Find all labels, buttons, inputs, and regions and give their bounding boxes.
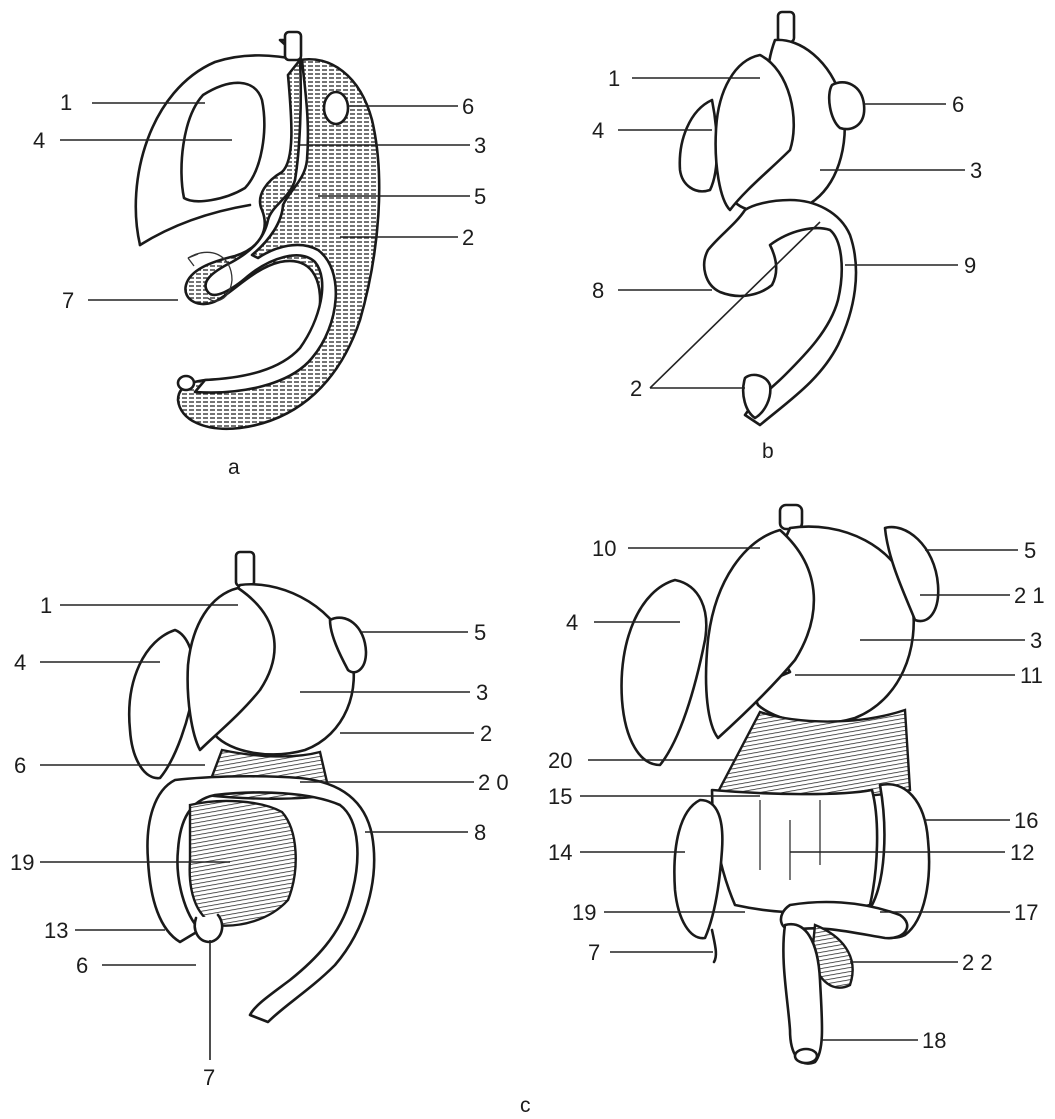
panel-a-liver <box>181 83 264 201</box>
panel-c-right-label-19: 19 <box>572 900 596 925</box>
panel-c-left-caecum <box>195 915 222 942</box>
panel-b-label-2: 2 <box>630 376 642 401</box>
panel-a-spleen <box>324 92 348 124</box>
panel-c-right-label-7: 7 <box>588 940 600 965</box>
panel-c-right-label-11: 11 <box>1020 663 1043 688</box>
panel-c-right-label-14: 14 <box>548 840 572 865</box>
panel-c-caption: c <box>520 1094 531 1117</box>
panel-b-label-9: 9 <box>964 253 976 278</box>
panel-c-right-label-5: 5 <box>1024 538 1036 563</box>
panel-b-label-8: 8 <box>592 278 604 303</box>
panel-c-right-anal-opening <box>795 1049 817 1063</box>
panel-c-right-label-12: 12 <box>1010 840 1034 865</box>
panel-c-left-label-5: 5 <box>474 620 486 645</box>
panel-c-left-label-2: 2 <box>480 721 492 746</box>
panel-c-left-label-1: 1 <box>40 593 52 618</box>
panel-c-left-liver-left <box>129 630 195 778</box>
panel-c-left: 1 4 6 19 13 6 7 5 3 2 2 0 8 <box>10 552 509 1090</box>
panel-b-label-4: 4 <box>592 118 604 143</box>
panel-c-right-oesophagus <box>780 505 802 529</box>
panel-c-right-label-10: 10 <box>592 536 616 561</box>
panel-c-left-label-3: 3 <box>476 680 488 705</box>
panel-c-right-label-20: 20 <box>548 748 572 773</box>
panel-a-label-6: 6 <box>462 94 474 119</box>
panel-a-label-1: 1 <box>60 90 72 115</box>
panel-b-label-6: 6 <box>952 92 964 117</box>
panel-c-left-label-6: 6 <box>14 753 26 778</box>
panel-b-label-1: 1 <box>608 66 620 91</box>
panel-c-right-liver-left <box>622 580 707 765</box>
panel-a-label-3: 3 <box>474 133 486 158</box>
panel-a-caption: a <box>228 456 240 479</box>
panel-a-oesophagus <box>285 32 301 60</box>
panel-c-left-label-19: 19 <box>10 850 34 875</box>
panel-a-label-7: 7 <box>62 288 74 313</box>
panel-c-left-label-7: 7 <box>203 1065 215 1090</box>
panel-c-left-label-13: 13 <box>44 918 68 943</box>
panel-b: 1 4 8 2 6 3 9 b <box>592 12 982 463</box>
panel-c-right-label-17: 17 <box>1014 900 1038 925</box>
panel-a: 1 4 7 6 3 5 2 a <box>33 32 486 479</box>
panel-c-right: 10 4 20 15 14 19 7 5 2 1 3 11 16 12 17 2… <box>548 505 1045 1063</box>
panel-c-right-label-15: 15 <box>548 784 572 809</box>
panel-b-caption: b <box>762 440 774 463</box>
panel-b-spleen <box>829 82 864 129</box>
panel-a-label-2: 2 <box>462 225 474 250</box>
panel-c-right-label-3: 3 <box>1030 628 1042 653</box>
panel-b-oesophagus <box>778 12 794 42</box>
panel-c-left-label-20: 2 0 <box>478 770 509 795</box>
panel-a-label-4: 4 <box>33 128 45 153</box>
panel-c-right-label-4: 4 <box>566 610 578 635</box>
panel-c-right-label-18: 18 <box>922 1028 946 1053</box>
panel-c-left-oesophagus <box>236 552 254 586</box>
panel-c-right-label-21: 2 1 <box>1014 583 1045 608</box>
panel-a-label-5: 5 <box>474 184 486 209</box>
panel-c-right-label-22: 2 2 <box>962 950 993 975</box>
panel-a-arrow-head <box>188 254 198 266</box>
panel-c-left-small-intestine <box>190 801 296 926</box>
panel-b-liver-left <box>680 100 717 191</box>
panel-c-right-ascending-colon <box>674 800 722 938</box>
panel-a-cloaca-opening <box>178 376 194 390</box>
panel-c-left-label-8: 8 <box>474 820 486 845</box>
panel-c-right-label-16: 16 <box>1014 808 1038 833</box>
panel-c-right-appendix <box>712 930 716 962</box>
panel-c-left-label-4: 4 <box>14 650 26 675</box>
panel-a-ventral-line <box>140 205 250 245</box>
panel-b-label-3: 3 <box>970 158 982 183</box>
panel-c-left-label-6b: 6 <box>76 953 88 978</box>
